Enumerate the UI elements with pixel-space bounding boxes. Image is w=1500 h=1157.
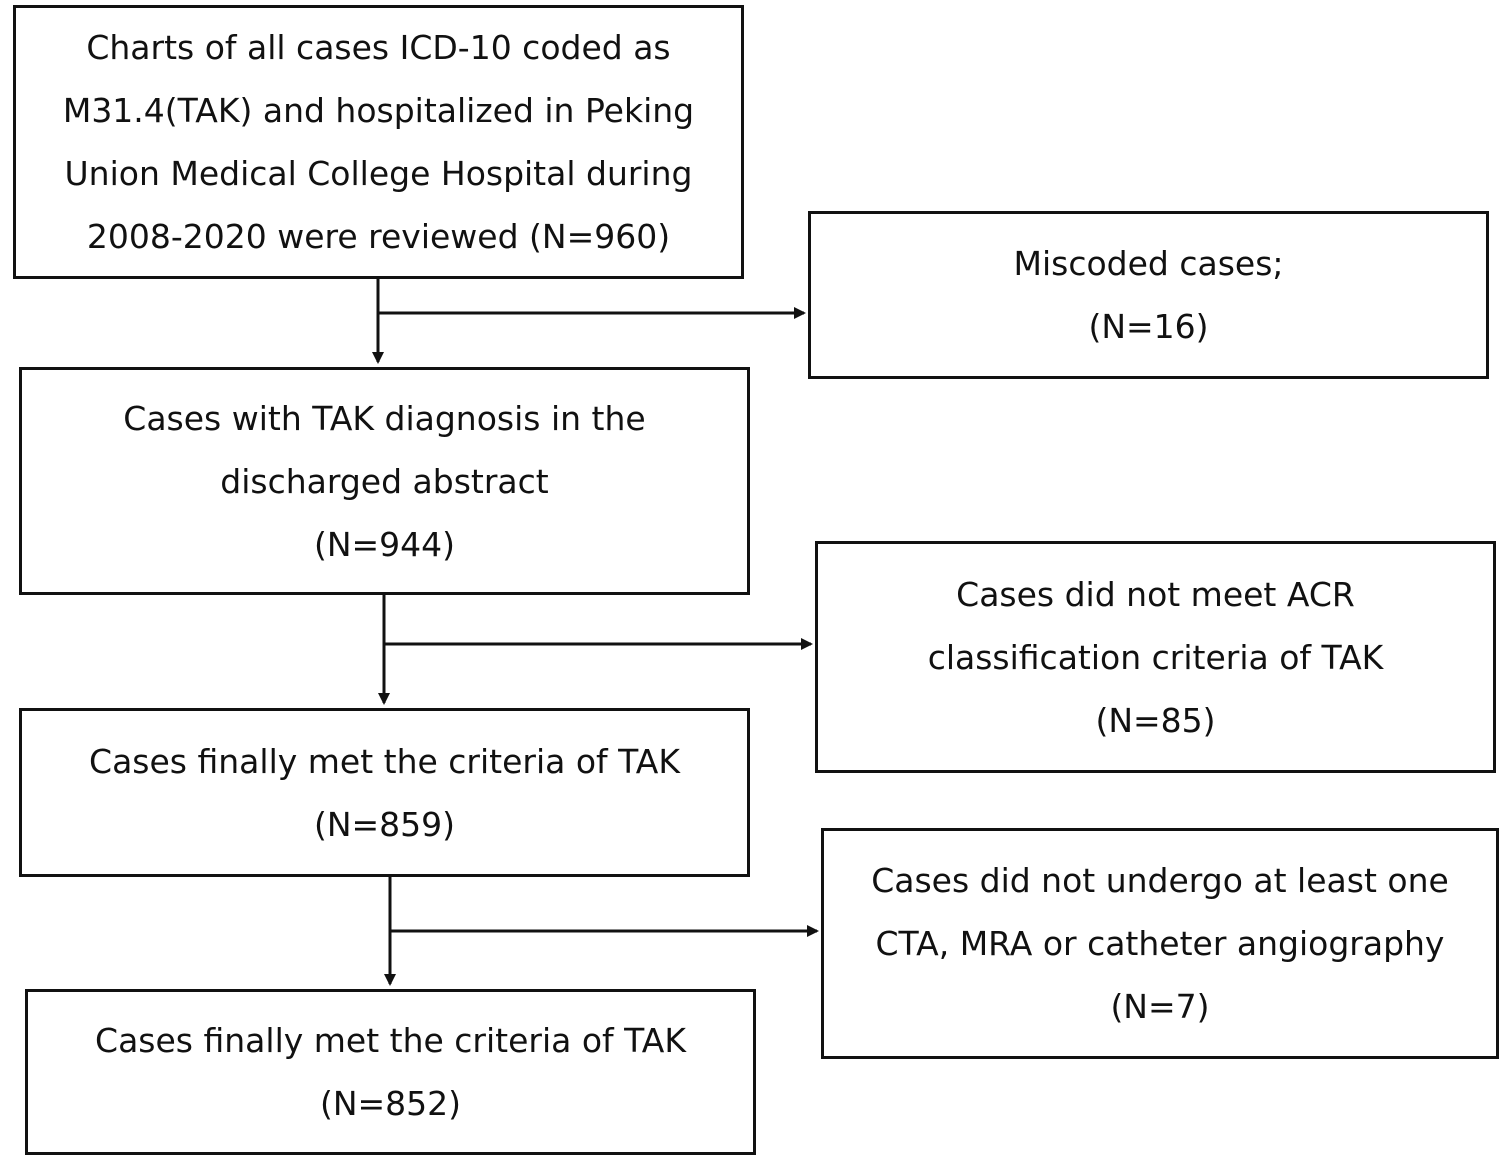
- box-no-angiography-text: Cases did not undergo at least one CTA, …: [871, 849, 1449, 1038]
- box-line: (N=859): [313, 804, 456, 844]
- box-reviewed-charts-text: Charts of all cases ICD-10 coded as M31.…: [63, 16, 694, 268]
- box-line: CTA, MRA or catheter angiography: [875, 924, 1445, 963]
- box-line: (N=852): [319, 1084, 462, 1123]
- box-line: Cases with TAK diagnosis in the: [123, 398, 646, 438]
- box-line: Charts of all cases ICD-10 coded as: [86, 28, 671, 67]
- box-line: (N=16): [1088, 307, 1209, 346]
- box-line: Cases did not meet ACR: [956, 574, 1355, 614]
- box-line: Cases finally met the criteria of TAK: [89, 741, 680, 781]
- box-not-acr-criteria: Cases did not meet ACR classification cr…: [815, 541, 1496, 773]
- box-met-criteria-852: Cases finally met the criteria of TAK (N…: [25, 989, 756, 1155]
- box-line: Union Medical College Hospital during: [64, 154, 693, 193]
- box-line: Cases did not undergo at least one: [871, 861, 1449, 900]
- box-line: discharged abstract: [220, 461, 549, 501]
- box-no-angiography: Cases did not undergo at least one CTA, …: [821, 828, 1499, 1059]
- box-line: 2008-2020 were reviewed (N=960): [86, 217, 671, 256]
- box-line: Cases finally met the criteria of TAK: [95, 1021, 686, 1060]
- box-met-criteria-859: Cases finally met the criteria of TAK (N…: [19, 708, 750, 877]
- box-reviewed-charts: Charts of all cases ICD-10 coded as M31.…: [13, 5, 744, 279]
- box-line: classification criteria of TAK: [927, 637, 1384, 677]
- box-tak-diagnosis-text: Cases with TAK diagnosis in the discharg…: [123, 387, 645, 576]
- box-tak-diagnosis: Cases with TAK diagnosis in the discharg…: [19, 367, 750, 595]
- box-met-criteria-852-text: Cases finally met the criteria of TAK (N…: [95, 1009, 686, 1135]
- box-line: (N=85): [1095, 700, 1216, 740]
- box-line: M31.4(TAK) and hospitalized in Peking: [62, 91, 695, 130]
- box-miscoded-text: Miscoded cases; (N=16): [1013, 232, 1283, 358]
- box-line: (N=7): [1110, 987, 1210, 1026]
- box-met-criteria-859-text: Cases finally met the criteria of TAK (N…: [89, 730, 680, 856]
- box-line: Miscoded cases;: [1013, 244, 1284, 283]
- box-miscoded: Miscoded cases; (N=16): [808, 211, 1489, 379]
- box-not-acr-criteria-text: Cases did not meet ACR classification cr…: [928, 563, 1384, 752]
- box-line: (N=944): [313, 524, 456, 564]
